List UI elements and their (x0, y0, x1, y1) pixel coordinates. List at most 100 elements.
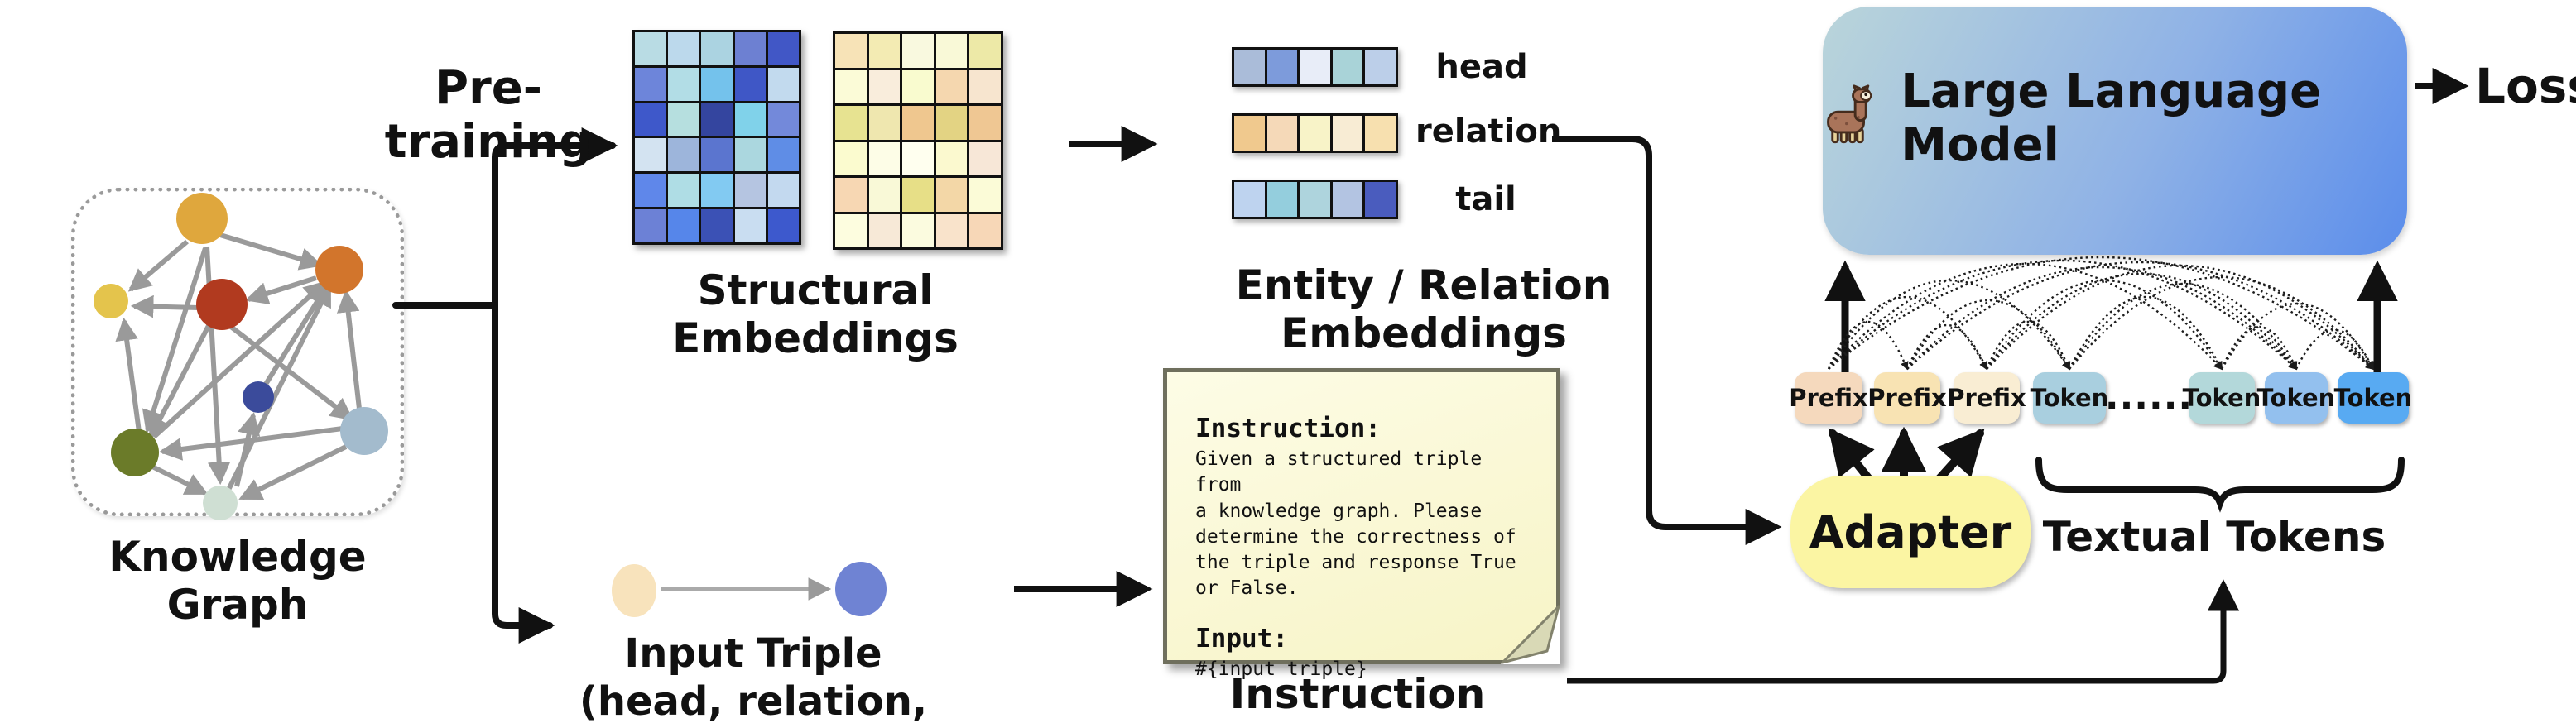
prefix-token-3: Prefix (1947, 372, 2026, 424)
embedding-cell (1234, 50, 1265, 84)
embedding-cell (868, 178, 901, 212)
ellipsis-tokens: ...... (2104, 375, 2194, 418)
embedding-cell (969, 178, 1001, 212)
textual-tokens-brace (2035, 457, 2405, 513)
embedding-cell (969, 69, 1001, 103)
embedding-cell (835, 178, 867, 212)
embedding-cell (635, 32, 666, 65)
embedding-cell (635, 209, 666, 242)
embedding-cell (1332, 116, 1363, 151)
note-input-placeholder: #{input triple} (1195, 658, 1367, 680)
embedding-cell (701, 209, 733, 242)
knowledge-graph-box (71, 188, 404, 516)
embedding-cell (935, 178, 968, 212)
embedding-cell (935, 106, 968, 140)
relation-label: relation (1415, 113, 1562, 151)
embedding-cell (668, 67, 699, 101)
embedding-cell (1234, 182, 1265, 217)
embedding-cell (1332, 50, 1363, 84)
embedding-cell (1365, 182, 1396, 217)
embedding-cell (868, 34, 901, 68)
embedding-cell (767, 103, 799, 136)
tail-label: tail (1455, 180, 1516, 218)
embedding-cell (701, 138, 733, 172)
embedding-cell (635, 138, 666, 172)
embedding-cell (635, 174, 666, 208)
embedding-cell (1300, 182, 1330, 217)
relation-embedding-vector (1232, 113, 1398, 153)
triple-tail-node (835, 562, 887, 616)
embedding-cell (935, 69, 968, 103)
embedding-cell (835, 34, 867, 68)
template-to-tokens-connector (1567, 579, 2240, 684)
prefix-token-1: Prefix (1789, 372, 1868, 424)
head-embedding-vector (1232, 47, 1398, 87)
embedding-cell (902, 106, 934, 140)
head-label: head (1435, 48, 1528, 86)
embedding-cell (1266, 50, 1298, 84)
embedding-cell (734, 32, 766, 65)
embedding-cell (868, 213, 901, 247)
embedding-cell (1300, 50, 1330, 84)
structural-embedding-matrix-blue (632, 30, 801, 245)
entity-relation-embeddings-label: Entity / Relation Embeddings (1235, 261, 1612, 357)
embedding-cell (935, 141, 968, 175)
embedding-cell (1234, 116, 1265, 151)
embedding-cell (767, 32, 799, 65)
embedding-cell (935, 213, 968, 247)
embedding-cell (969, 213, 1001, 247)
embedding-cell (902, 69, 934, 103)
structural-embeddings-label: Structural Embeddings (672, 266, 959, 362)
text-token-2: Token (2183, 372, 2261, 424)
embedding-cell (1365, 50, 1396, 84)
kg-branch-bracket (392, 127, 618, 644)
structural-embedding-matrix-yellow (833, 31, 1003, 250)
embedding-cell (734, 138, 766, 172)
embedding-cell (701, 174, 733, 208)
embedding-cell (701, 32, 733, 65)
instruction-template-note: Instruction: Given a structured triple f… (1163, 368, 1560, 680)
embedding-cell (1300, 116, 1330, 151)
embedding-cell (835, 69, 867, 103)
embedding-cell (767, 138, 799, 172)
embedding-cell (969, 34, 1001, 68)
embedding-cell (767, 67, 799, 101)
embedding-cell (1266, 182, 1298, 217)
embedding-cell (902, 34, 934, 68)
tail-embedding-vector (1232, 180, 1398, 219)
embedding-cell (734, 174, 766, 208)
text-token-3: Token (2257, 372, 2335, 424)
embedding-cell (868, 141, 901, 175)
embedding-cell (835, 106, 867, 140)
text-token-4: Token (2334, 372, 2412, 424)
knowledge-graph-label: Knowledge Graph (108, 533, 367, 629)
llm-box: Large Language Model (1823, 7, 2407, 255)
embedding-cell (902, 178, 934, 212)
embedding-cell (668, 174, 699, 208)
embedding-cell (701, 103, 733, 136)
embedding-cell (1332, 182, 1363, 217)
embedding-cell (1266, 116, 1298, 151)
loss-label: Loss (2475, 58, 2576, 114)
note-content: Instruction: Given a structured triple f… (1167, 372, 1556, 682)
embedding-cell (868, 106, 901, 140)
input-triple-sublabel: (head, relation, tail) (579, 678, 928, 723)
embedding-cell (701, 67, 733, 101)
embedding-cell (902, 213, 934, 247)
embedding-cell (635, 67, 666, 101)
triple-head-node (612, 564, 656, 617)
embedding-cell (668, 209, 699, 242)
embedding-cell (734, 103, 766, 136)
input-triple-label: Input Triple (624, 630, 882, 677)
embedding-cell (767, 174, 799, 208)
textual-tokens-label: Textual Tokens (2042, 513, 2386, 561)
embedding-cell (767, 209, 799, 242)
embedding-cell (668, 32, 699, 65)
note-instruction-body: Given a structured triple from a knowled… (1195, 448, 1516, 600)
llm-label: Large Language Model (1901, 65, 2322, 172)
llama-icon (1827, 84, 1872, 144)
embedding-cell (1365, 116, 1396, 151)
embedding-cell (668, 138, 699, 172)
prefix-token-2: Prefix (1867, 372, 1947, 424)
